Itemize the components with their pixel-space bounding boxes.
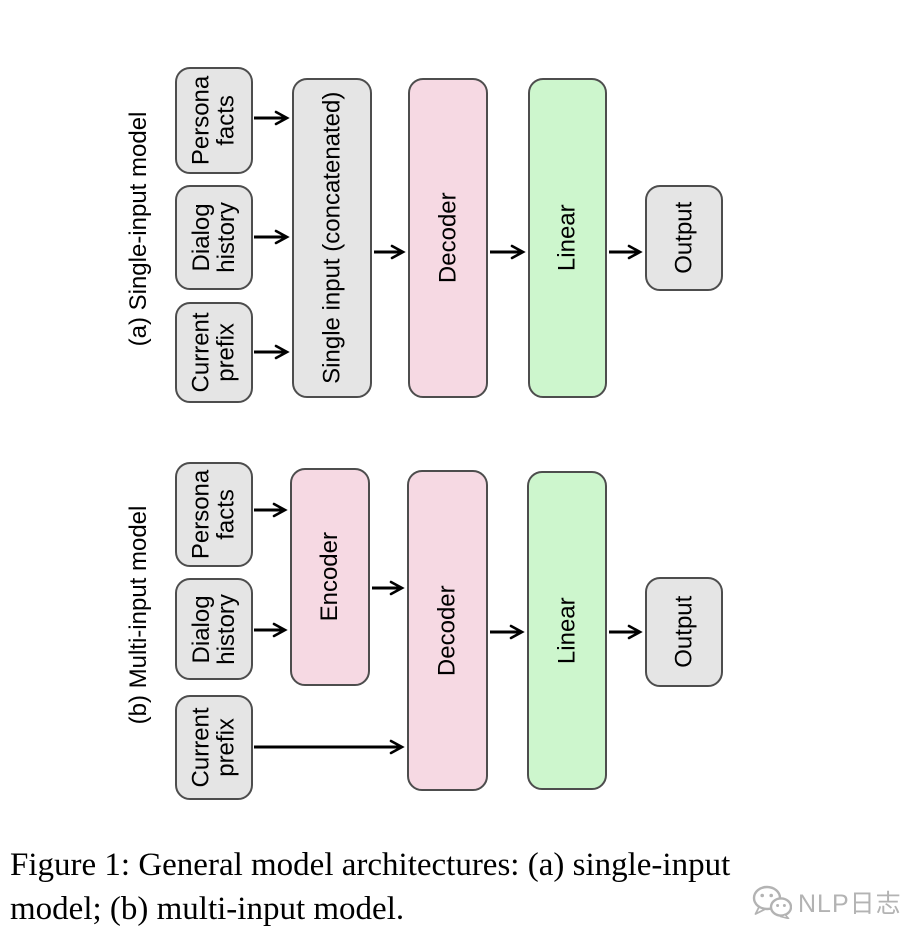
box-a-decoder: Decoder	[408, 78, 488, 398]
watermark-text: NLP日志	[798, 890, 902, 918]
caption-line-1: Figure 1: General model architectures: (…	[10, 847, 731, 883]
box-b-current-prefix: Current prefix	[175, 695, 253, 800]
box-a-persona-facts: Persona facts	[175, 67, 253, 174]
box-b-persona-facts: Persona facts	[175, 462, 253, 567]
box-b-linear: Linear	[527, 471, 607, 790]
figure-caption: Figure 1: General model architectures: (…	[10, 843, 910, 931]
box-a-single-input: Single input (concatenated)	[292, 78, 372, 398]
box-b-decoder: Decoder	[407, 470, 488, 791]
box-a-output: Output	[645, 185, 723, 291]
box-b-dialog-history: Dialog history	[175, 578, 253, 680]
wechat-logo-icon	[752, 885, 792, 919]
box-b-encoder: Encoder	[290, 468, 370, 686]
box-b-output: Output	[645, 577, 723, 687]
box-a-linear: Linear	[528, 78, 607, 398]
box-a-current-prefix: Current prefix	[175, 302, 253, 403]
caption-line-2: model; (b) multi-input model.	[10, 891, 405, 927]
box-a-dialog-history: Dialog history	[175, 185, 253, 290]
watermark: NLP日志	[752, 884, 902, 920]
